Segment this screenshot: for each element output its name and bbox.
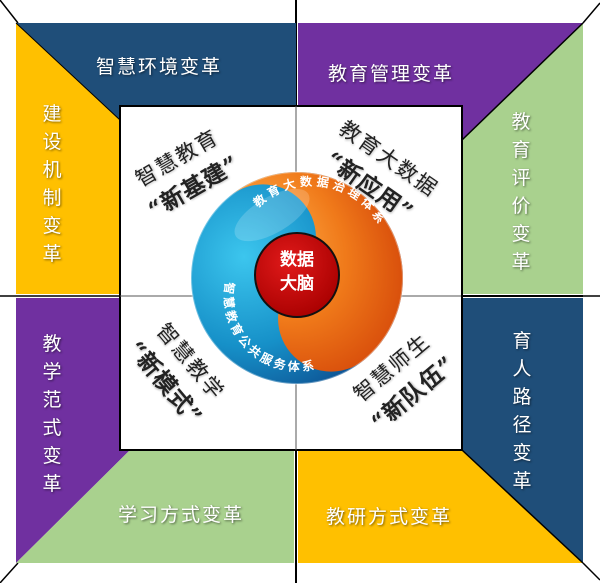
band-cultivation-path	[462, 298, 583, 563]
label-cultivation-path: 育人路径变革	[512, 330, 532, 492]
label-smart-environment: 智慧环境变革	[96, 56, 223, 78]
label-education-evaluation: 教育评价变革	[511, 111, 531, 273]
label-construction-mechanism: 建设机制变革	[42, 103, 62, 265]
band-mechanism	[16, 23, 120, 294]
band-learning	[16, 450, 294, 563]
data-brain-label: 数据 大脑	[280, 250, 314, 294]
band-teaching-research	[298, 450, 583, 563]
band-evaluation	[462, 23, 583, 294]
label-teaching-paradigm: 教学范式变革	[42, 333, 62, 495]
band-teaching-paradigm	[16, 298, 130, 563]
data-brain-core	[254, 232, 340, 318]
band-smart-environment	[16, 23, 296, 120]
label-teaching-research-method: 教研方式变革	[326, 506, 453, 528]
label-education-management: 教育管理变革	[328, 63, 455, 85]
label-learning-method: 学习方式变革	[118, 504, 245, 526]
band-management	[298, 23, 583, 140]
